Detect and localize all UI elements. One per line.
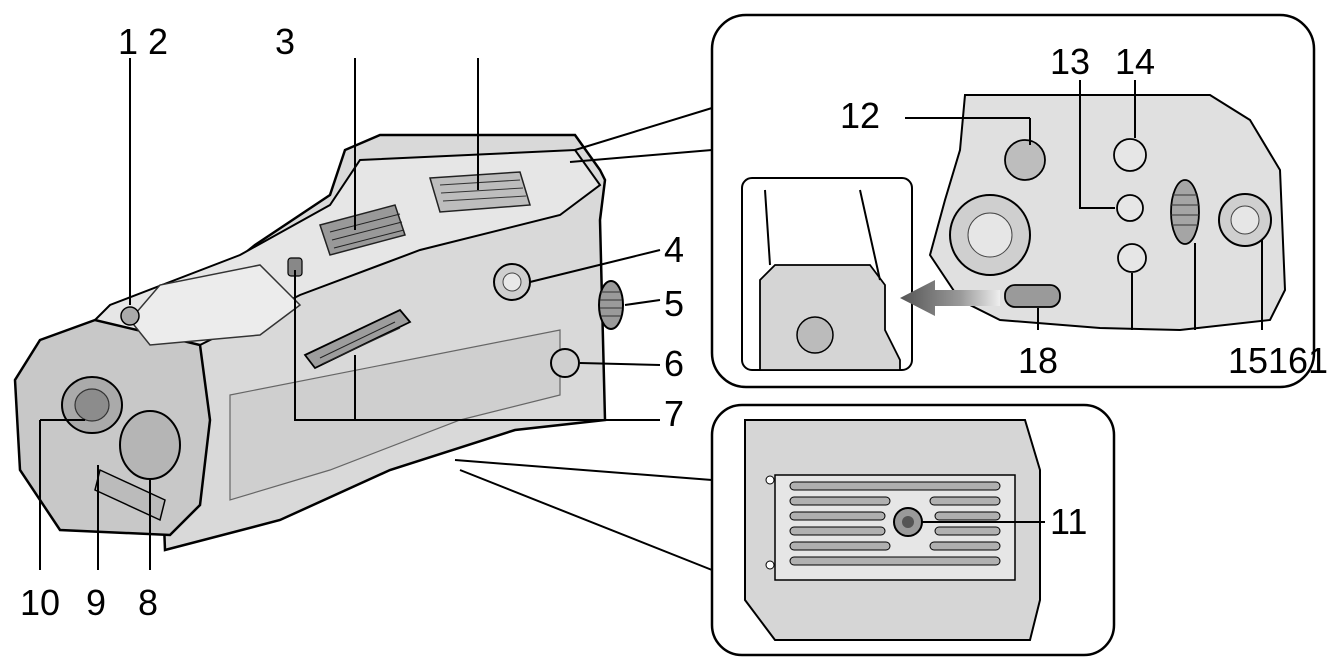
inset-button-14 [1113,138,1147,172]
label-13: 13 [1050,41,1090,82]
label-17: 1 [1308,340,1328,381]
grip-lock-knob [120,306,140,326]
label-11: 11 [1050,501,1087,542]
label-15: 15 [1228,340,1268,381]
inset-hand-view [759,264,901,371]
inset-button-13 [1116,194,1144,222]
label-2: 2 [148,21,168,62]
label-16: 16 [1268,340,1308,381]
grip-contact-plate [129,264,302,346]
label-8: 8 [138,582,158,623]
inset-bottom-view [454,403,1116,657]
label-12: 12 [840,95,880,136]
inset-lever-18 [1004,284,1061,308]
label-7: 7 [664,393,684,434]
grip-front-face [13,318,212,537]
callout-labels: 1 2 3 4 5 6 7 8 9 10 11 12 13 14 15 16 1… [20,21,1328,623]
label-6: 6 [664,343,684,384]
inset-button-lower [1117,243,1147,273]
grip-strap-slot [94,468,166,522]
grip-af-button [550,348,580,378]
label-9: 9 [86,582,106,623]
label-3: 3 [275,21,295,62]
label-5: 5 [664,283,684,324]
grip-lock-lever [303,308,412,370]
grip-connector-block [429,171,531,213]
grip-rear-dial [598,280,624,330]
label-1: 1 [118,21,138,62]
label-18: 18 [1018,340,1058,381]
inset-bottom-grooves [789,481,1001,566]
label-10: 10 [20,582,60,623]
battery-grip-main-view [13,133,624,552]
inset-direction-arrow [900,280,1000,316]
inset-rear-view [569,13,1316,389]
grip-textured-pad [319,204,406,256]
grip-front-dial [119,410,181,480]
leader-lines [39,58,1263,570]
inset-joystick [1004,139,1046,181]
inset-rear-callout-pointer [569,107,713,163]
label-4: 4 [664,229,684,270]
label-14: 14 [1115,41,1155,82]
inset-bottom-callout-pointer [454,459,713,571]
inset-rear-dial [1170,179,1200,245]
